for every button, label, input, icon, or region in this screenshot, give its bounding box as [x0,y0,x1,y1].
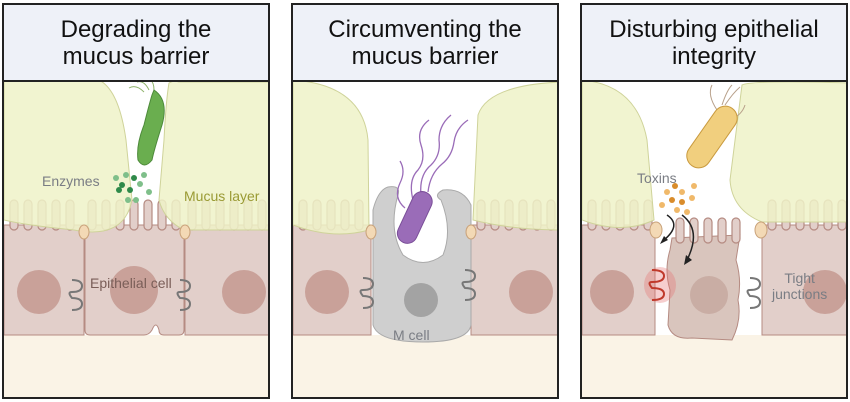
basement-membrane [4,335,268,397]
arrowhead [660,236,668,244]
label-enzymes: Enzymes [42,173,100,189]
mucus-layer-left [293,80,370,235]
nucleus [222,270,266,314]
nucleus [690,276,728,314]
arrow-to-junction [663,214,675,241]
panel-title: Circumventing the mucus barrier [293,5,557,82]
m-cell [372,186,472,343]
panel-circumventing-mucus: Circumventing the mucus barrier M ce [291,3,559,399]
label-tight-junctions: Tight junctions [772,270,828,302]
tight-junction [365,224,377,240]
nucleus [590,270,634,314]
mucus-layer-right [158,80,268,231]
tight-junction [465,224,477,240]
arrow-to-cell [681,214,695,261]
enzyme-particles [113,172,152,203]
desmosome-coil [359,277,375,309]
mucus-layer-right [729,81,846,223]
arrowhead [684,255,692,265]
desmosome-coil [176,279,192,311]
nucleus [17,270,61,314]
label-epithelial-cell: Epithelial cell [90,275,172,291]
tight-junction [179,224,191,240]
panel-disturbing-integrity: Disturbing epithelial integrity [580,3,848,399]
bacterium-body [396,191,433,244]
degrading-scene [4,80,268,397]
tight-junction [78,224,90,240]
basement-membrane [293,335,557,397]
label-m-cell: M cell [393,327,430,343]
nucleus [803,270,846,314]
disturbing-scene [582,80,846,397]
label-toxins: Toxins [637,170,677,186]
toxin-particles [659,183,697,215]
basement-membrane [582,335,846,397]
nucleus [110,266,158,314]
tight-junction [649,221,663,239]
toxin-producing-bacterium [686,105,738,169]
nucleus [509,270,553,314]
damage-glow [644,267,676,303]
nucleus [305,270,349,314]
circumventing-scene [293,80,557,397]
flagellated-bacterium [396,114,469,209]
mucus-layer-left [582,80,655,228]
helicobacter-bacterium [128,80,165,166]
m-cell-nucleus [404,283,438,317]
mucus-layer-left [4,80,133,233]
label-mucus-layer: Mucus layer [184,188,260,204]
desmosome-coil [746,277,762,309]
panel-title: Degrading the mucus barrier [4,5,268,82]
desmosome-coil [461,269,477,301]
tight-junction [754,221,768,239]
panel-title: Disturbing epithelial integrity [582,5,846,82]
desmosome-coil [68,279,84,311]
panel-degrading-mucus: Degrading the mucus barrier [2,3,270,399]
damaged-desmosome-coil [648,269,666,301]
mucus-layer-right [472,81,557,231]
